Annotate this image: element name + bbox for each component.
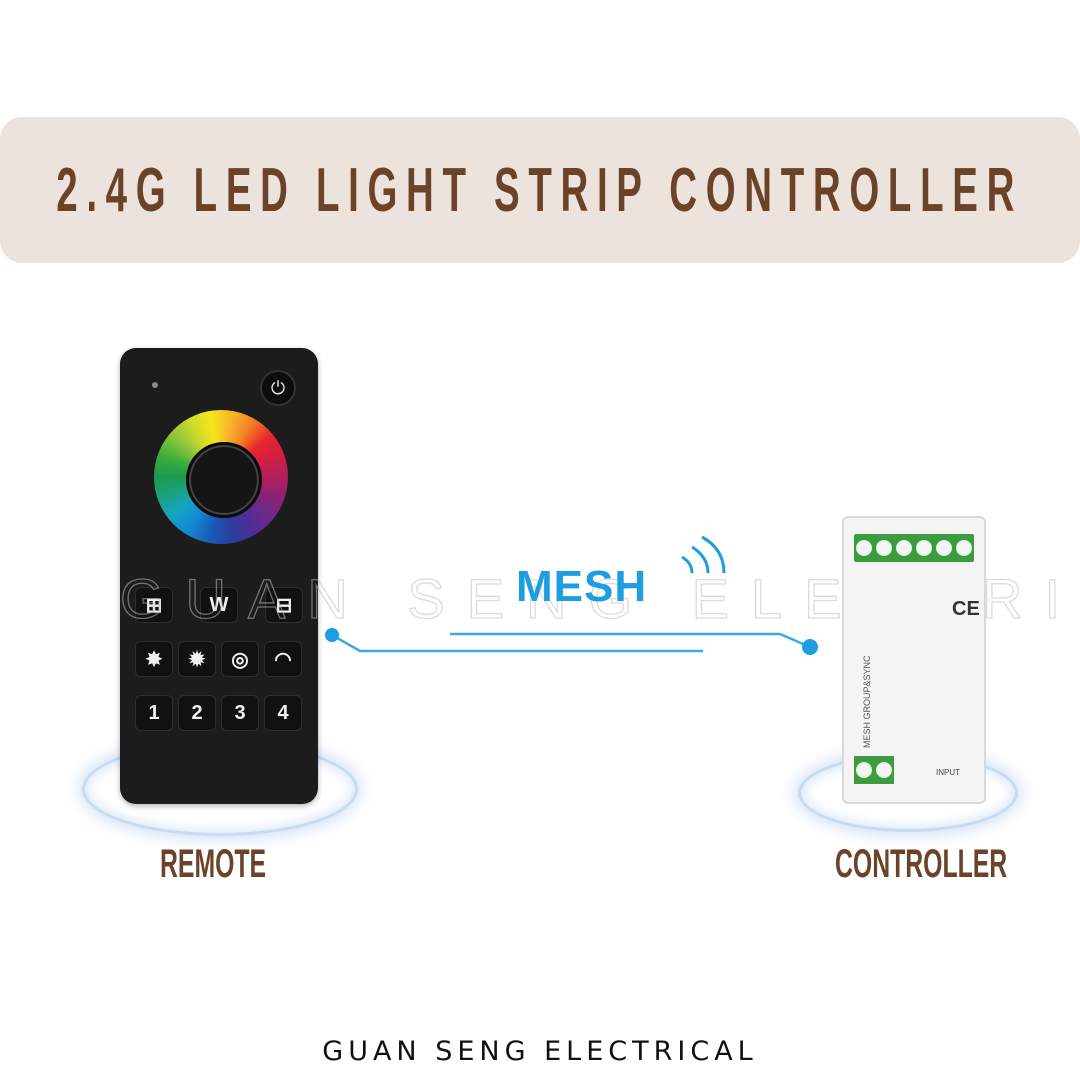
mesh-label: MESH — [516, 562, 648, 611]
remote-label: REMOTE — [160, 842, 267, 886]
controller-image: MESH GROUP&SYNC CE INPUT — [842, 516, 986, 804]
key-2: 2 — [179, 696, 215, 730]
controller-label: CONTROLLER — [835, 842, 1008, 886]
white-key: W — [201, 588, 237, 622]
signal-lines — [325, 535, 818, 655]
key-1: 1 — [136, 696, 172, 730]
led-indicator — [152, 382, 158, 388]
device-title: MESH GROUP&SYNC — [862, 655, 872, 748]
wheel-center — [186, 442, 262, 518]
brightness-up-icon: ✸ — [136, 642, 172, 676]
key-4: 4 — [265, 696, 301, 730]
zone-minus-icon: ⊟ — [266, 588, 302, 622]
input-terminal — [854, 756, 894, 784]
title-banner: 2.4G LED LIGHT STRIP CONTROLLER — [0, 117, 1080, 263]
output-terminal — [854, 534, 974, 562]
zone-plus-icon: ⊞ — [136, 588, 172, 622]
mode-icon: ◎ — [222, 642, 258, 676]
footer-brand: GUAN SENG ELECTRICAL — [322, 1036, 758, 1067]
remote-image: ⏻ ⊞ W ⊟ ✸ ✹ ◎ ◠ 1 2 3 4 — [120, 348, 318, 804]
key-3: 3 — [222, 696, 258, 730]
brightness-down-icon: ✹ — [179, 642, 215, 676]
input-label: INPUT — [936, 768, 960, 777]
speed-icon: ◠ — [265, 642, 301, 676]
page-title: 2.4G LED LIGHT STRIP CONTROLLER — [56, 155, 1024, 225]
power-icon: ⏻ — [260, 370, 296, 406]
color-wheel — [154, 410, 288, 544]
ce-mark: CE — [952, 598, 980, 620]
